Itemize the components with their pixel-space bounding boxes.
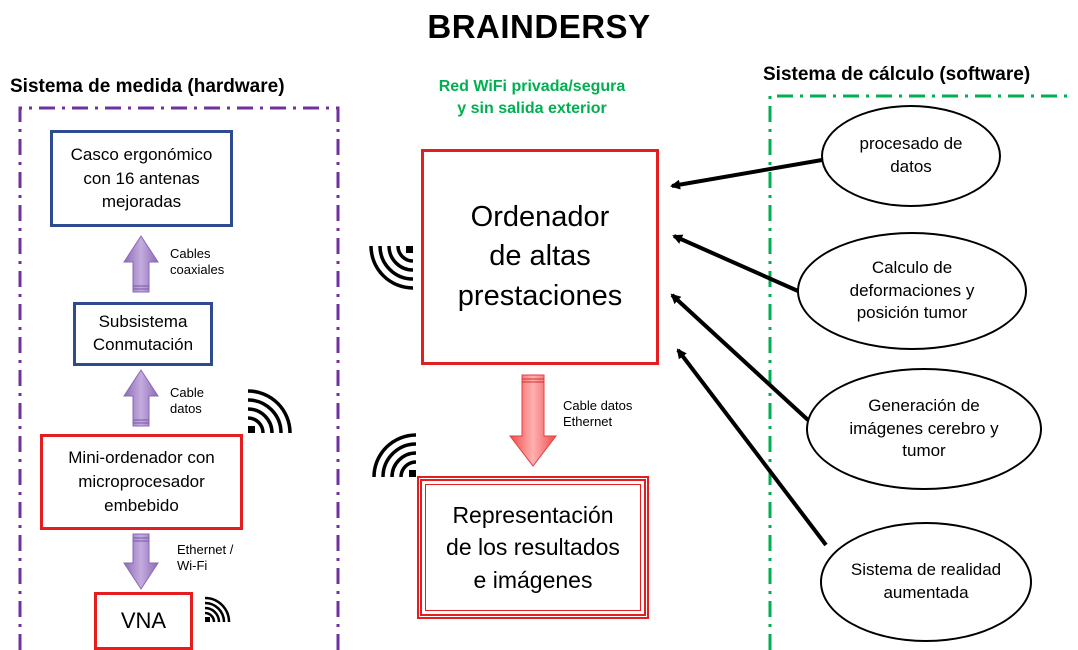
hardware-frame	[18, 106, 340, 650]
realidad-label: Sistema de realidad aumentada	[850, 560, 1002, 602]
arrow-generacion	[670, 293, 810, 422]
cables-coaxiales-label: Cables coaxiales	[170, 246, 225, 278]
vna-label: VNA	[120, 608, 167, 633]
procesado-ellipse: procesado de datos	[821, 105, 1001, 207]
arrow-cable-datos	[123, 369, 159, 427]
arrow-coaxial	[123, 235, 159, 293]
cable-datos-label: Cable datos	[170, 385, 204, 417]
ordenador-label: Ordenador de altas prestaciones	[457, 201, 623, 312]
generacion-ellipse: Generación de imágenes cerebro y tumor	[806, 368, 1042, 490]
wifi-icon	[247, 389, 292, 434]
wifi-icon	[369, 245, 414, 290]
mini-ordenador-label: Mini-ordenador con microprocesador embeb…	[68, 448, 215, 515]
arrow-ethernet-red	[508, 374, 558, 467]
mini-ordenador-box: Mini-ordenador con microprocesador embeb…	[40, 434, 243, 530]
casco-label: Casco ergonómico con 16 antenas mejorada…	[70, 144, 213, 212]
representacion-label: Representación de los resultados e imáge…	[446, 502, 620, 593]
arrow-ethernet-wifi	[123, 533, 159, 590]
wifi-icon	[372, 433, 417, 478]
arrow-procesado	[670, 158, 823, 190]
calculo-ellipse: Calculo de deformaciones y posición tumo…	[797, 232, 1027, 350]
arrow-realidad	[676, 348, 828, 547]
software-frame	[768, 94, 1074, 650]
realidad-ellipse: Sistema de realidad aumentada	[820, 522, 1032, 642]
wifi-icon	[204, 596, 231, 623]
cable-ethernet-label: Cable datos Ethernet	[563, 398, 633, 430]
software-heading: Sistema de cálculo (software)	[763, 64, 1031, 85]
ethernet-wifi-label: Ethernet / Wi-Fi	[177, 542, 234, 574]
network-label: Red WiFi privada/segura y sin salida ext…	[438, 78, 626, 118]
procesado-label: procesado de datos	[859, 134, 963, 176]
subsistema-box: Subsistema Conmutación	[73, 302, 213, 366]
calculo-label: Calculo de deformaciones y posición tumo…	[849, 257, 975, 323]
vna-box: VNA	[94, 592, 193, 650]
arrow-calculo	[672, 234, 799, 293]
representacion-box: Representación de los resultados e imáge…	[417, 476, 649, 619]
ordenador-box: Ordenador de altas prestaciones	[421, 149, 659, 365]
subsistema-label: Subsistema Conmutación	[92, 312, 194, 354]
diagram-title: BRAINDERSY	[427, 8, 651, 45]
casco-box: Casco ergonómico con 16 antenas mejorada…	[50, 130, 233, 227]
generacion-label: Generación de imágenes cerebro y tumor	[849, 395, 999, 461]
hardware-heading: Sistema de medida (hardware)	[10, 76, 285, 97]
